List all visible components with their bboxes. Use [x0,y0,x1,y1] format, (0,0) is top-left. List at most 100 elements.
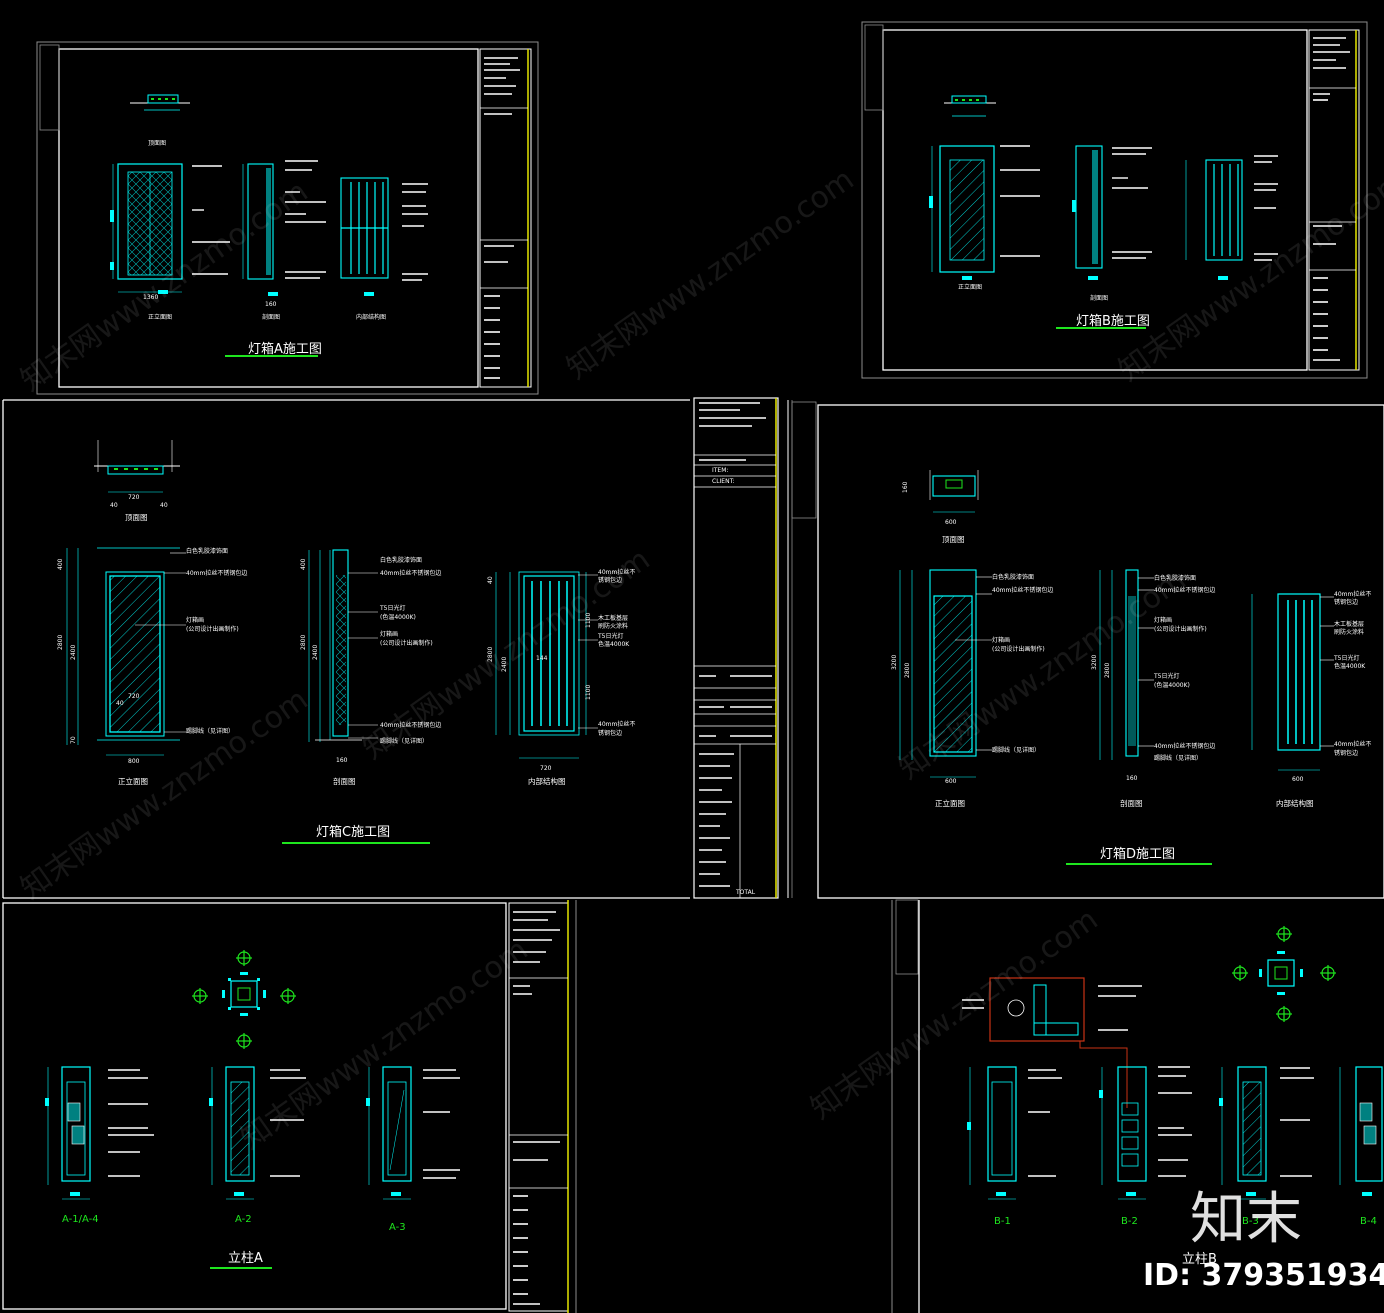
watermark-text-2: 知末网www.znzmo.com [561,162,861,387]
sheet-b-title-block [1308,29,1360,371]
sheet-d-dim-top-w: 600 [945,519,957,526]
sheet-b-front-label: 正立面图 [958,283,982,291]
sheet-d-note-11: (色温4000K) [1154,681,1190,689]
sheet-a-side-view: 160 剖面图 [242,160,326,321]
column-b-title: 立柱B [1182,1252,1217,1267]
sheet-b-title: 灯箱B施工图 [1076,313,1150,329]
sheet-c-dim-inner-h2: 2400 [501,657,508,672]
column-a-plan [192,950,296,1049]
sheet-c-note-9: (色温4000K) [380,613,416,621]
sheet-c-dim-inner-h5: 1100 [585,685,592,700]
sheet-c-dim-top-b: 40 [160,502,168,509]
sheet-c-note-7: 40mm拉丝不锈钢包边 [380,569,441,577]
sheet-d-note-10: T5日光灯 [1153,672,1179,680]
sheet-c-dim-front-w: 800 [128,758,140,765]
sheet-b-side-view: 剖面图 [1072,145,1152,302]
sheet-a-front-label: 正立面图 [148,313,172,321]
sheet-c-note-14: 40mm拉丝不 [598,568,635,576]
sheet-a: 顶面图 1360 正立面图 160 剖面图 [36,41,539,395]
column-b-elevation-1-label: B-1 [994,1216,1011,1227]
title-block-item-label: ITEM: [712,467,728,474]
sheet-c-dim-front-h1: 400 [57,558,64,570]
sheet-d-dim-h: 3200 [891,655,898,670]
sheet-d-note-9: (公司设计出画制作) [1154,625,1207,633]
sheet-c-dim-inner-h3: 2800 [487,647,494,662]
sheet-c-note-18: T5日光灯 [597,632,623,640]
sheet-c-note-16: 木工板基层 [598,614,628,622]
sheet-c-note-10: 灯箱画 [380,630,398,638]
sheet-c-note-3: 灯箱画 [186,616,204,624]
sheet-c-dim-front-h2: 2800 [57,635,64,650]
column-a-elevation-3: A-3 [366,1066,460,1233]
sheet-c-dim-inner-h1: 40 [487,576,494,584]
sheet-c-note-2: 40mm拉丝不锈钢包边 [186,569,247,577]
sheet-c-note-6: 白色乳胶漆饰面 [380,556,422,564]
sheet-a-front-view: 1360 正立面图 [110,163,230,321]
sheet-d-note-21: 锈钢包边 [1334,749,1358,757]
sheet-c-note-5: 踢脚线（见详图） [186,727,234,735]
sheet-c-side-view: 400 2800 2400 160 剖面图 白色乳胶漆饰面 40mm拉丝不锈钢包… [300,549,441,786]
sheet-d-dim-h2: 2800 [904,663,911,678]
sheet-a-top-view: 顶面图 [130,94,190,147]
sheet-d-title: 灯箱D施工图 [1100,846,1175,862]
watermark-text-7: 知末网www.znzmo.com [235,932,535,1157]
column-b-compass-e [1320,965,1336,981]
sheet-c-dim-front-d: 40 [116,700,124,707]
column-a-elevation-1: A-1/A-4 [45,1066,154,1225]
sheet-d-note-1: 白色乳胶漆饰面 [992,573,1034,581]
brand-logo: 知末 [1190,1187,1302,1252]
column-a-elevation-1-label: A-1/A-4 [62,1214,99,1225]
column-a-compass-e [280,988,296,1004]
column-a-title-block [508,900,577,1313]
column-a-compass-s [236,1033,252,1049]
sheet-c-dim-side-h3: 2400 [312,645,319,660]
sheet-d-dim-front-w: 600 [945,778,957,785]
sheet-d-side-dim-h2: 2800 [1104,663,1111,678]
column-b-elevation-4-label: B-4 [1360,1216,1377,1227]
title-block-middle: ITEM: CLIENT: TOTAL [693,397,817,899]
sheet-b: 正立面图 剖面图 [861,21,1368,379]
sheet-c-dim-inner-s: 144 [536,655,548,662]
sheet-d-note-14: 40mm拉丝不 [1334,590,1371,598]
column-a-sheet: A-1/A-4 A-2 [2,900,577,1313]
sheet-b-side-label: 剖面图 [1090,294,1108,302]
title-block-client-label: CLIENT: [712,478,735,485]
sheet-c-inner-view: 40 2800 2400 1100 1100 144 720 内部结构图 40m… [487,568,635,786]
sheet-d-dim-side-w: 160 [1126,775,1138,782]
sheet-d-note-20: 40mm拉丝不 [1334,740,1371,748]
column-b-compass-w [1232,965,1248,981]
sheet-a-title: 灯箱A施工图 [248,341,322,357]
sheet-c-note-4: (公司设计出画制作) [186,625,239,633]
sheet-c-dim-front-h4: 70 [70,736,77,744]
sheet-c-dim-side-w: 160 [336,757,348,764]
sheet-c-dim-top-a: 40 [110,502,118,509]
sheet-c-dim-side-h2: 2800 [300,635,307,650]
title-block-total-label: TOTAL [735,889,756,896]
column-b-elevation-3: B-3 [1219,1066,1314,1227]
sheet-c-side-label: 剖面图 [333,776,356,786]
sheet-a-dim-side: 160 [265,301,277,308]
sheet-c-note-11: (公司设计出画制作) [380,639,433,647]
sheet-d-note-16: 木工板基层 [1334,620,1364,628]
sheet-d-note-18: T5日光灯 [1333,654,1359,662]
column-b-elevation-2: B-2 [1099,1066,1192,1227]
sheet-c-note-12: 40mm拉丝不锈钢包边 [380,721,441,729]
column-b-elevation-3-label: B-3 [1242,1216,1259,1227]
column-b-plan [1232,926,1336,1022]
sheet-d: 600 160 顶面图 3200 2800 600 正立面图 白色乳胶漆饰面 4… [817,404,1384,899]
sheet-a-inner-view: 内部结构图 [340,177,428,321]
sheet-d-note-6: 白色乳胶漆饰面 [1154,574,1196,582]
column-a-compass-w [192,988,208,1004]
sheet-c-inner-label: 内部结构图 [528,776,566,786]
sheet-d-note-19: 色温4000K [1334,662,1366,670]
sheet-d-side-dim-h: 3200 [1091,655,1098,670]
sheet-c-note-13: 踢脚线（见详图） [380,737,428,745]
sheet-d-side-view: 3200 2800 160 剖面图 白色乳胶漆饰面 40mm拉丝不锈钢包边 灯箱… [1091,569,1215,808]
column-b-compass-n [1276,926,1292,942]
sheet-b-top-view [944,95,996,117]
sheet-c-note-19: 色温4000K [598,640,630,648]
sheet-a-inner-label: 内部结构图 [356,313,386,321]
sheet-d-top-view: 600 160 顶面图 [902,470,979,544]
sheet-c-dim-front-inner: 720 [128,693,140,700]
